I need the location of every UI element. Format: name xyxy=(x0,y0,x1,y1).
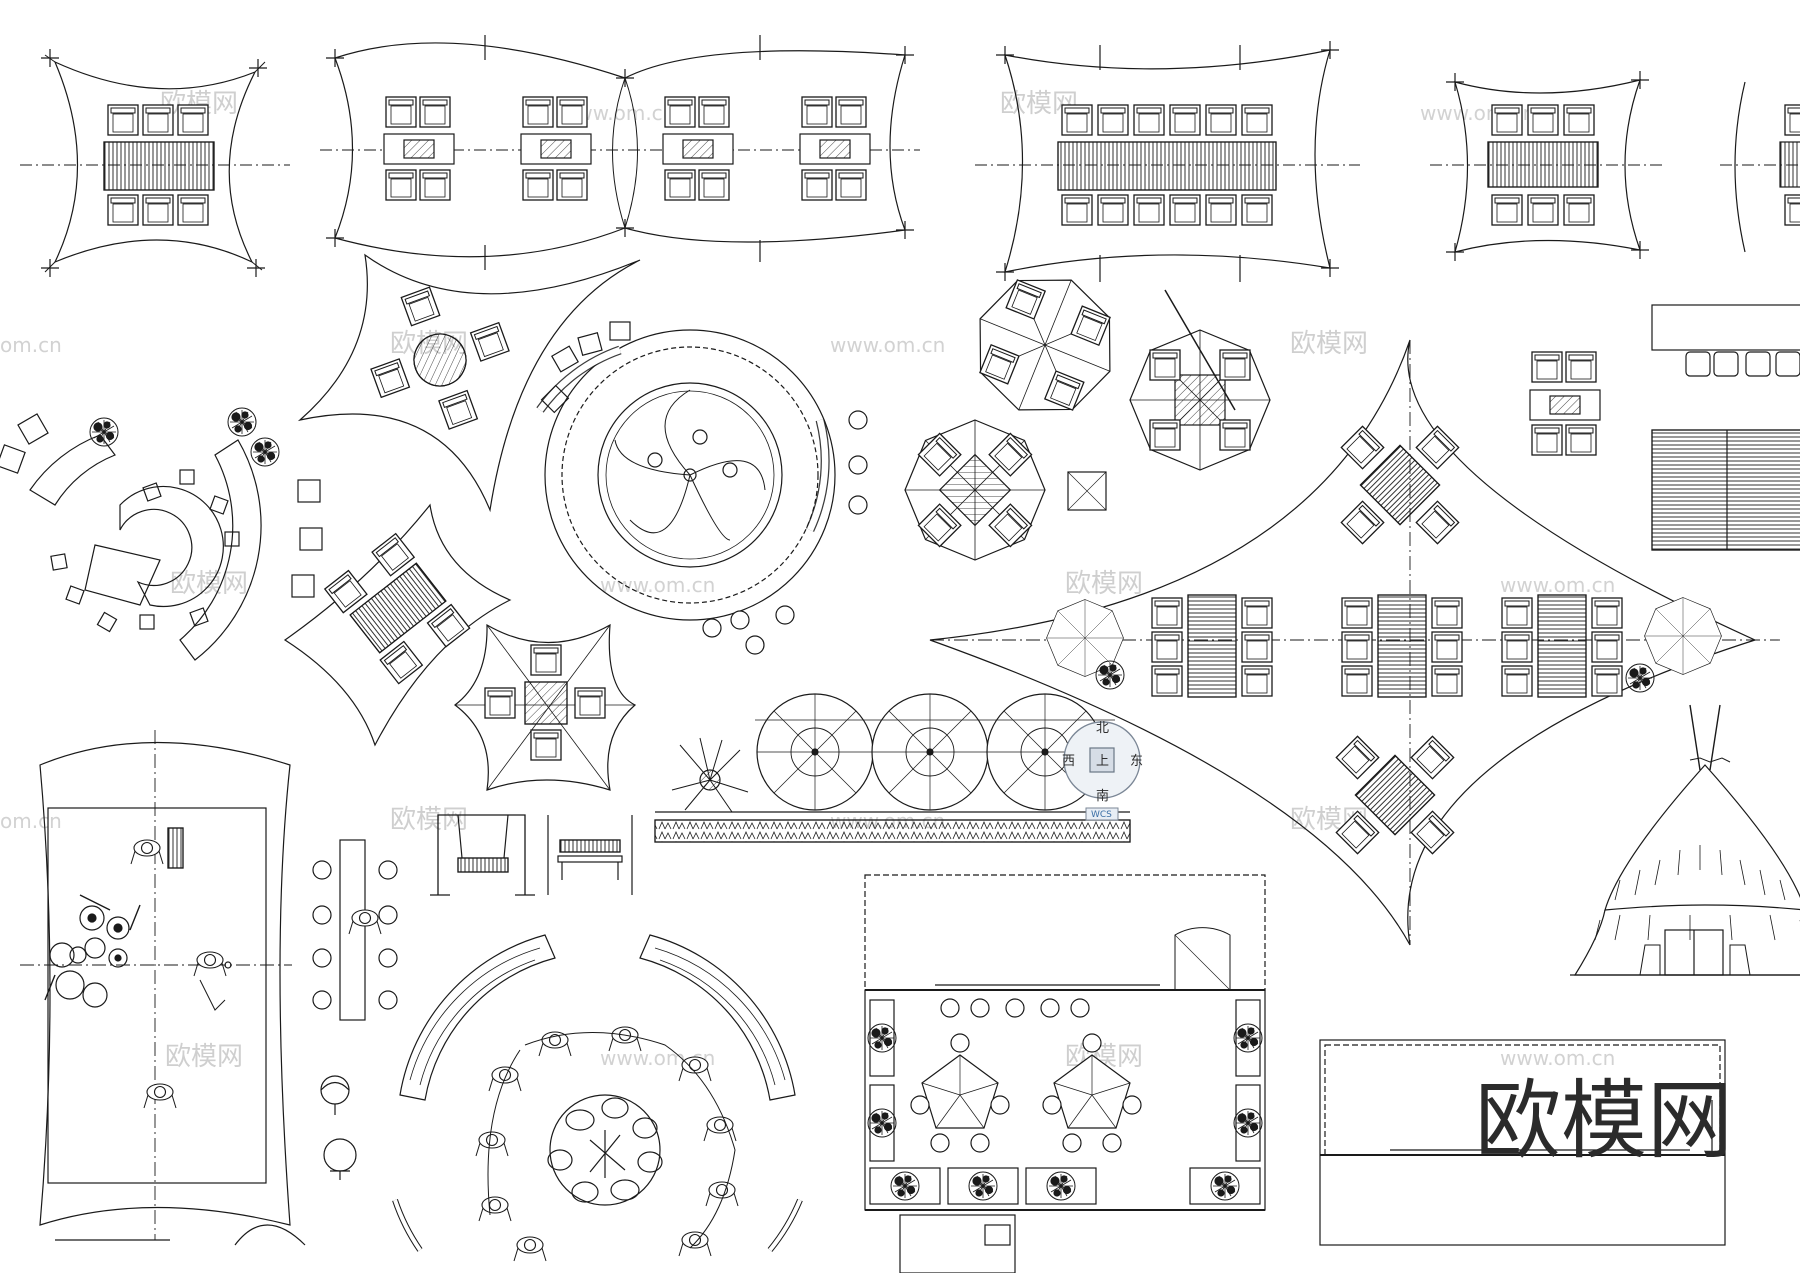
hexagon-canopy-table xyxy=(454,623,637,791)
navcube-north[interactable]: 北 xyxy=(1096,721,1109,736)
partial-canopy-edge xyxy=(1720,81,1800,253)
navcube-south[interactable]: 南 xyxy=(1096,788,1109,804)
watermark-url-10: www.om.cn xyxy=(1500,1046,1615,1070)
watermark-url-4: www.om.cn xyxy=(830,333,945,357)
watermark-url-3: om.cn xyxy=(0,333,62,357)
watermark-layer: 欧模网 www.om.cn 欧模网 www.om.cn om.cn 欧模网 ww… xyxy=(0,89,1615,1072)
building-elevation xyxy=(1319,1039,1726,1246)
navcube-west[interactable]: 西 xyxy=(1062,754,1075,769)
watermark-url-6: www.om.cn xyxy=(1500,573,1615,597)
long-table-canopy xyxy=(975,40,1360,282)
round-canopies-planter xyxy=(654,693,1131,843)
double-canopy-dining-sets xyxy=(320,35,920,270)
umbrella-table-sets xyxy=(904,253,1271,561)
watermark-url-7: om.cn xyxy=(0,809,62,833)
triangle-canopy-table xyxy=(297,253,641,513)
round-pavilion-firepit xyxy=(536,321,868,655)
navcube-center[interactable]: 上 xyxy=(1096,754,1109,769)
large-diamond-canopy-dining xyxy=(929,339,1780,946)
curved-bench-seating xyxy=(0,407,323,661)
partial-elements-bottom xyxy=(55,1224,306,1246)
swing-and-bench xyxy=(430,814,633,896)
watermark-logo-9: 欧模网 xyxy=(165,1042,243,1072)
watermark-logo-7: 欧模网 xyxy=(390,805,468,835)
rhombus-canopy-table xyxy=(283,503,512,747)
small-canopy-right xyxy=(1430,70,1665,262)
campfire-circle xyxy=(392,934,803,1262)
bar-table-stools xyxy=(312,839,398,1180)
watermark-logo-6: 欧模网 xyxy=(1065,569,1143,599)
brand-logo-text: 欧模网 xyxy=(1475,1071,1733,1171)
navcube-east[interactable]: 东 xyxy=(1130,754,1143,769)
watermark-url-5: www.om.cn xyxy=(600,573,715,597)
bar-counter-plan xyxy=(1529,304,1800,551)
tensile-canopy-dining-4 xyxy=(20,48,290,278)
courtyard-terrace-plan xyxy=(864,874,1266,1274)
teepee-elevation xyxy=(1570,704,1800,976)
watermark-logo-4: 欧模网 xyxy=(1290,329,1368,359)
navcube-widget[interactable]: 上 北 南 东 西 WCS xyxy=(1062,721,1143,821)
stage-with-musicians xyxy=(20,730,292,1240)
watermark-logo-5: 欧模网 xyxy=(170,569,248,599)
navcube-wcs-label[interactable]: WCS xyxy=(1091,810,1112,820)
